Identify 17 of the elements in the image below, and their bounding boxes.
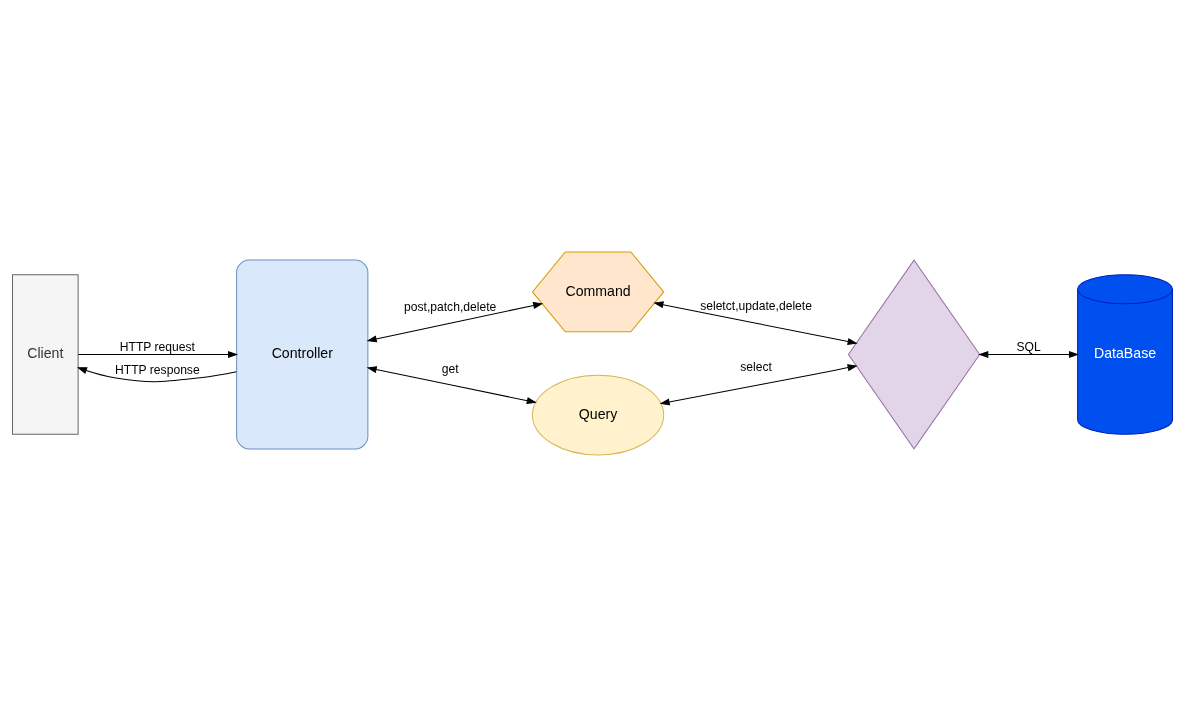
arrow [76,367,237,383]
arrow [653,301,858,345]
edge-label: SQL [1016,340,1041,355]
arrow [366,366,537,405]
node-box: Controller [236,259,369,450]
arrow [659,364,858,406]
edge-label: HTTP response [115,363,200,378]
arrow [978,350,1080,359]
edge-label: post,patch,delete [404,299,497,314]
arrow [366,302,544,343]
node-ellipse: Query [531,374,665,456]
arrow [77,350,239,359]
edge-label: HTTP request [119,340,195,355]
edge-label: seletct,update,delete [700,298,812,313]
edge-label: get [441,362,459,377]
node-box: Client [12,274,79,435]
edge-label: select [740,360,772,375]
